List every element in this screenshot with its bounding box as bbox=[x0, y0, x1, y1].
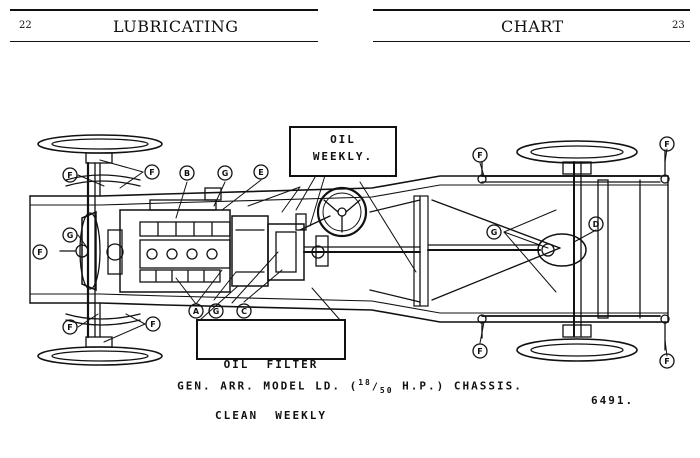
caption-fraction-denominator: 50 bbox=[379, 385, 394, 395]
engine bbox=[106, 187, 231, 293]
oil-weekly-callout: OIL WEEKLY. bbox=[289, 126, 397, 177]
svg-text:F: F bbox=[664, 140, 669, 149]
svg-text:F: F bbox=[477, 151, 482, 160]
leader-lines bbox=[77, 148, 668, 357]
left-page-title: LUBRICATING bbox=[113, 17, 239, 36]
chassis-frame bbox=[29, 175, 669, 323]
front-axle-assembly bbox=[37, 134, 163, 366]
left-page-number: 22 bbox=[19, 20, 32, 31]
right-page-number: 23 bbox=[672, 20, 685, 31]
left-header-rule-top bbox=[10, 9, 318, 11]
svg-text:E: E bbox=[258, 168, 263, 177]
marker-f-rear-end-bottom: F bbox=[659, 353, 675, 369]
oil-weekly-line-2: WEEKLY. bbox=[312, 150, 374, 163]
right-header-rule-bottom bbox=[373, 41, 690, 42]
svg-text:F: F bbox=[149, 168, 154, 177]
marker-g-top: G bbox=[217, 165, 233, 181]
marker-g-bottom: G bbox=[208, 303, 224, 319]
drawing-number: 6491. bbox=[591, 394, 635, 407]
marker-g-radiator: G bbox=[62, 227, 78, 243]
marker-f-front-bottom-left: F bbox=[62, 319, 78, 335]
svg-text:G: G bbox=[67, 231, 74, 240]
oil-filter-callout: OIL FILTER CLEAN WEEKLY bbox=[196, 319, 346, 422]
caption-text-after: H.P.) CHASSIS. bbox=[393, 379, 523, 393]
oil-filter-line-1: OIL FILTER bbox=[223, 358, 319, 371]
diagram-caption: GEN. ARR. MODEL LD. (18/50 H.P.) CHASSIS… bbox=[0, 378, 700, 395]
left-header-rule-bottom bbox=[10, 41, 318, 42]
marker-f-rear-bottom: F bbox=[472, 343, 488, 359]
marker-f-rear-end-top: F bbox=[659, 136, 675, 152]
svg-text:F: F bbox=[67, 323, 72, 332]
caption-fraction-numerator: 18 bbox=[358, 378, 372, 387]
marker-e: E bbox=[253, 164, 269, 180]
svg-text:A: A bbox=[193, 307, 200, 316]
chassis-diagram: F F B G E G F F F A G C F F G D F F bbox=[29, 134, 675, 369]
caption-fraction-separator: / bbox=[371, 381, 380, 393]
right-page-title: CHART bbox=[501, 17, 564, 36]
marker-f-front-bottom-spring: F bbox=[145, 316, 161, 332]
svg-text:G: G bbox=[222, 169, 229, 178]
radiator bbox=[59, 210, 101, 292]
lubrication-markers: F F B G E G F F F A G C F F G D F F bbox=[32, 136, 675, 369]
right-header-rule-top bbox=[373, 9, 690, 11]
marker-f-front-end: F bbox=[32, 244, 48, 260]
svg-text:F: F bbox=[150, 320, 155, 329]
oil-weekly-line-1: OIL bbox=[330, 133, 356, 146]
marker-c: C bbox=[236, 303, 252, 319]
svg-text:F: F bbox=[664, 357, 669, 366]
marker-f-front-top-spring: F bbox=[144, 164, 160, 180]
svg-text:C: C bbox=[241, 307, 247, 316]
steering-wheel bbox=[299, 186, 368, 238]
svg-text:B: B bbox=[184, 169, 190, 178]
caption-text-before: GEN. ARR. MODEL LD. ( bbox=[177, 379, 359, 393]
gearbox bbox=[231, 213, 421, 287]
lubricating-chart-page: 22 LUBRICATING CHART 23 bbox=[0, 9, 700, 422]
marker-f-rear-top: F bbox=[472, 147, 488, 163]
svg-text:G: G bbox=[213, 307, 220, 316]
oil-filter-line-2: CLEAN WEEKLY bbox=[214, 409, 328, 422]
marker-a: A bbox=[188, 303, 204, 319]
marker-d: D bbox=[588, 216, 604, 232]
marker-f-front-top-left: F bbox=[62, 167, 78, 183]
svg-text:G: G bbox=[491, 228, 498, 237]
svg-text:F: F bbox=[37, 248, 42, 257]
marker-g-rear-axle: G bbox=[486, 224, 502, 240]
svg-text:F: F bbox=[477, 347, 482, 356]
rear-axle-assembly bbox=[427, 140, 670, 362]
marker-b: B bbox=[179, 165, 195, 181]
svg-text:D: D bbox=[593, 220, 600, 229]
svg-text:F: F bbox=[67, 171, 72, 180]
